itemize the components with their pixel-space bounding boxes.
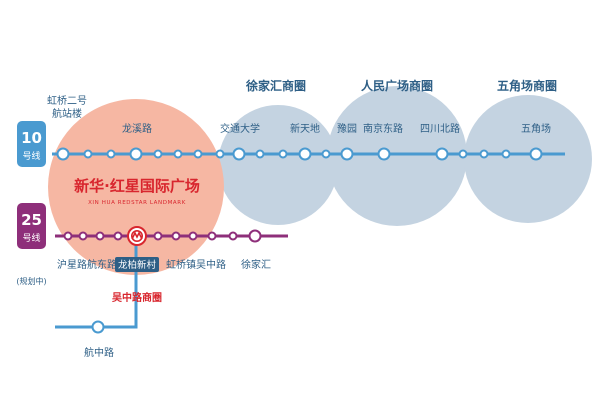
- svg-text:号线: 号线: [22, 232, 40, 244]
- label-hangdong: 航东路: [87, 258, 117, 271]
- label-huxing: 沪星路: [57, 258, 87, 271]
- label-wuzhong: 吴中路: [196, 258, 226, 271]
- station-hangzhong[interactable]: [91, 320, 105, 334]
- label-wujiaochang: 五角场: [521, 122, 551, 135]
- label-nanjing-e: 南京东路: [363, 122, 403, 135]
- station-huxing: [95, 231, 105, 241]
- label-longbai-tag: 龙柏新村: [115, 257, 159, 272]
- label-yuyuan: 豫园: [337, 122, 357, 135]
- line-25-badge[interactable]: 25 号线: [17, 203, 46, 249]
- station-sichuan-n: [435, 147, 449, 161]
- zone-wuzhong: [48, 99, 224, 275]
- label-hangzhong: 航中路: [84, 346, 114, 359]
- label-xujiahui: 徐家汇: [241, 258, 271, 271]
- station-nanjing-e: [377, 147, 391, 161]
- svg-text:龙柏新村: 龙柏新村: [118, 259, 157, 271]
- label-jiaoda: 交通大学: [220, 122, 260, 135]
- station-yuyuan: [340, 147, 354, 161]
- station-xintiandi: [298, 147, 312, 161]
- station-longxi: [129, 147, 143, 161]
- zone-title-xujiahui: 徐家汇商圈: [245, 78, 306, 93]
- zone-title-wuzhong: 吴中路商圈: [112, 291, 162, 304]
- line-25-stations[interactable]: [63, 229, 262, 243]
- label-xintiandi: 新天地: [290, 122, 320, 135]
- line-10-stations[interactable]: [56, 147, 543, 161]
- line-10-badge[interactable]: 10 号线: [17, 121, 46, 167]
- label-hongqiao-town: 虹桥镇: [166, 258, 196, 271]
- landmark-title: 新华·红星国际广场: [74, 177, 200, 195]
- zone-title-renmin: 人民广场商圈: [361, 78, 433, 93]
- zone-xujiahui: [218, 105, 338, 225]
- station-wuzhong: [188, 231, 198, 241]
- station-hangdong: [113, 231, 123, 241]
- svg-text:号线: 号线: [22, 150, 40, 162]
- label-sichuan-n: 四川北路: [420, 122, 460, 135]
- svg-text:25: 25: [21, 211, 42, 229]
- svg-text:10: 10: [21, 129, 42, 147]
- station-hongqiao-town: [171, 231, 181, 241]
- station-hongqiao-t2: [56, 147, 70, 161]
- station-xujiahui: [248, 229, 262, 243]
- station-jiaoda: [232, 147, 246, 161]
- zone-title-wujiaochang: 五角场商圈: [497, 78, 557, 93]
- zone-renmin: [327, 86, 467, 226]
- zone-wujiaochang: [464, 95, 592, 223]
- label-hongqiao-t2-1: 虹桥二号: [47, 95, 87, 107]
- station-longbai-interchange[interactable]: [127, 226, 147, 246]
- label-longxi: 龙溪路: [122, 122, 152, 135]
- line-25-status: (规划中): [16, 276, 46, 286]
- landmark-subtitle: XIN HUA REDSTAR LANDMARK: [88, 200, 186, 206]
- metro-logo-icon: [131, 230, 144, 243]
- label-hongqiao-t2-2: 航站楼: [52, 107, 82, 120]
- station-wujiaochang: [529, 147, 543, 161]
